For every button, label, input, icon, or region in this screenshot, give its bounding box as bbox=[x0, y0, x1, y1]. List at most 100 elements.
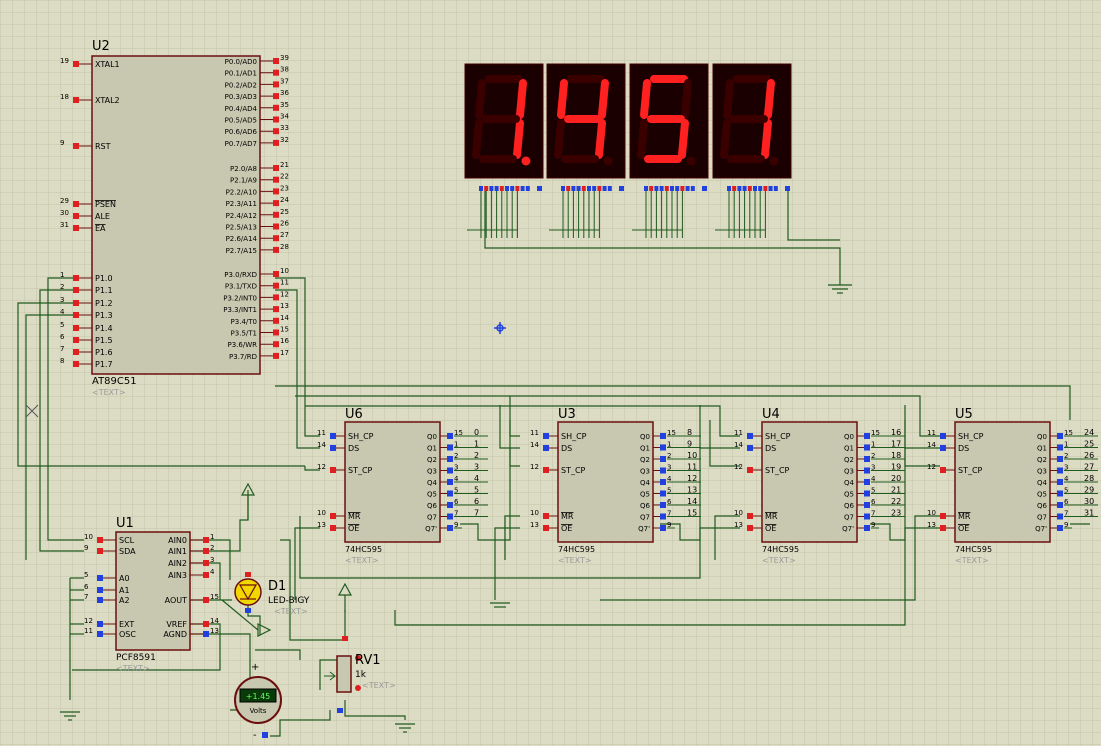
pin-marker[interactable] bbox=[73, 349, 79, 355]
pin-marker[interactable] bbox=[447, 433, 453, 439]
pin-marker[interactable] bbox=[940, 445, 946, 451]
pin-marker[interactable] bbox=[73, 300, 79, 306]
pin-marker[interactable] bbox=[273, 188, 279, 195]
pin-marker[interactable] bbox=[1057, 433, 1063, 439]
pin-marker[interactable] bbox=[330, 513, 336, 519]
pin-marker[interactable] bbox=[73, 213, 79, 219]
pin-marker[interactable] bbox=[660, 490, 666, 497]
pin-marker[interactable] bbox=[447, 479, 453, 485]
pin-marker[interactable] bbox=[447, 444, 453, 451]
led-d1[interactable]: D1 LED-BIGY <TEXT> bbox=[234, 572, 310, 616]
pin-marker[interactable] bbox=[203, 631, 209, 637]
pin-marker[interactable] bbox=[97, 548, 103, 554]
pin-marker[interactable] bbox=[940, 525, 946, 531]
pin-marker[interactable] bbox=[273, 116, 279, 123]
pin-marker[interactable] bbox=[273, 139, 279, 146]
pin-marker[interactable] bbox=[73, 312, 79, 318]
pin-marker[interactable] bbox=[543, 433, 549, 439]
pin-marker[interactable] bbox=[273, 341, 279, 348]
pin-marker[interactable] bbox=[273, 271, 279, 277]
pin-marker[interactable] bbox=[660, 456, 666, 462]
pin-marker[interactable] bbox=[940, 467, 946, 473]
pin-marker[interactable] bbox=[273, 329, 279, 336]
pin-marker[interactable] bbox=[273, 176, 279, 183]
pin-marker[interactable] bbox=[864, 444, 870, 451]
seven-segment-display[interactable] bbox=[464, 63, 792, 238]
pin-marker[interactable] bbox=[73, 361, 79, 367]
pin-marker[interactable] bbox=[1057, 479, 1063, 485]
pin-marker[interactable] bbox=[660, 502, 666, 508]
pin-marker[interactable] bbox=[864, 433, 870, 439]
pin-marker[interactable] bbox=[273, 235, 279, 242]
pin-marker[interactable] bbox=[97, 631, 103, 637]
pin-marker[interactable] bbox=[97, 587, 103, 593]
pin-marker[interactable] bbox=[273, 200, 279, 207]
pin-marker[interactable] bbox=[447, 490, 453, 497]
pin-marker[interactable] bbox=[273, 282, 279, 289]
pin-marker[interactable] bbox=[660, 433, 666, 439]
pin-marker[interactable] bbox=[73, 61, 79, 67]
pin-marker[interactable] bbox=[273, 352, 279, 359]
pin-marker[interactable] bbox=[447, 467, 453, 474]
pin-marker[interactable] bbox=[273, 306, 279, 313]
pin-marker[interactable] bbox=[660, 479, 666, 485]
pin-marker[interactable] bbox=[330, 525, 336, 531]
pin-marker[interactable] bbox=[273, 165, 279, 171]
pin-marker[interactable] bbox=[203, 548, 209, 554]
pin-marker[interactable] bbox=[273, 223, 279, 230]
pin-marker[interactable] bbox=[1057, 444, 1063, 451]
pin-marker[interactable] bbox=[447, 513, 453, 520]
pin-marker[interactable] bbox=[747, 433, 753, 439]
pin-marker[interactable] bbox=[73, 337, 79, 343]
pin-marker[interactable] bbox=[447, 456, 453, 462]
pin-marker[interactable] bbox=[660, 513, 666, 520]
pin-marker[interactable] bbox=[73, 225, 79, 231]
pin-marker[interactable] bbox=[273, 211, 279, 218]
pin-marker[interactable] bbox=[203, 572, 209, 578]
voltmeter[interactable]: +1.45 Volts + - bbox=[234, 662, 282, 741]
pin-marker[interactable] bbox=[543, 445, 549, 451]
pin-marker[interactable] bbox=[864, 456, 870, 462]
pin-marker[interactable] bbox=[203, 621, 209, 627]
pin-marker[interactable] bbox=[73, 201, 79, 207]
pin-marker[interactable] bbox=[747, 525, 753, 531]
pin-marker[interactable] bbox=[864, 490, 870, 497]
pin-marker[interactable] bbox=[273, 317, 279, 324]
pin-marker[interactable] bbox=[1057, 502, 1063, 508]
pin-marker[interactable] bbox=[73, 97, 79, 103]
pin-marker[interactable] bbox=[660, 525, 666, 531]
pin-marker[interactable] bbox=[273, 69, 279, 76]
pin-marker[interactable] bbox=[940, 513, 946, 519]
pin-marker[interactable] bbox=[660, 444, 666, 451]
pin-marker[interactable] bbox=[864, 467, 870, 474]
pin-marker[interactable] bbox=[543, 467, 549, 473]
pin-marker[interactable] bbox=[203, 560, 209, 566]
pin-marker[interactable] bbox=[273, 58, 279, 64]
pin-marker[interactable] bbox=[273, 128, 279, 135]
pin-marker[interactable] bbox=[1057, 525, 1063, 531]
pin-marker[interactable] bbox=[73, 287, 79, 293]
pin-marker[interactable] bbox=[330, 433, 336, 439]
pin-marker[interactable] bbox=[447, 502, 453, 508]
pin-marker[interactable] bbox=[747, 467, 753, 473]
pin-marker[interactable] bbox=[864, 513, 870, 520]
pin-marker[interactable] bbox=[940, 433, 946, 439]
pin-marker[interactable] bbox=[273, 93, 279, 100]
pin-marker[interactable] bbox=[203, 597, 209, 603]
pin-marker[interactable] bbox=[330, 445, 336, 451]
pin-marker[interactable] bbox=[73, 275, 79, 281]
pin-marker[interactable] bbox=[97, 621, 103, 627]
pin-marker[interactable] bbox=[747, 513, 753, 519]
pin-marker[interactable] bbox=[273, 294, 279, 301]
pin-marker[interactable] bbox=[1057, 513, 1063, 520]
pin-marker[interactable] bbox=[73, 325, 79, 331]
pin-marker[interactable] bbox=[97, 575, 103, 581]
pin-marker[interactable] bbox=[273, 104, 279, 111]
